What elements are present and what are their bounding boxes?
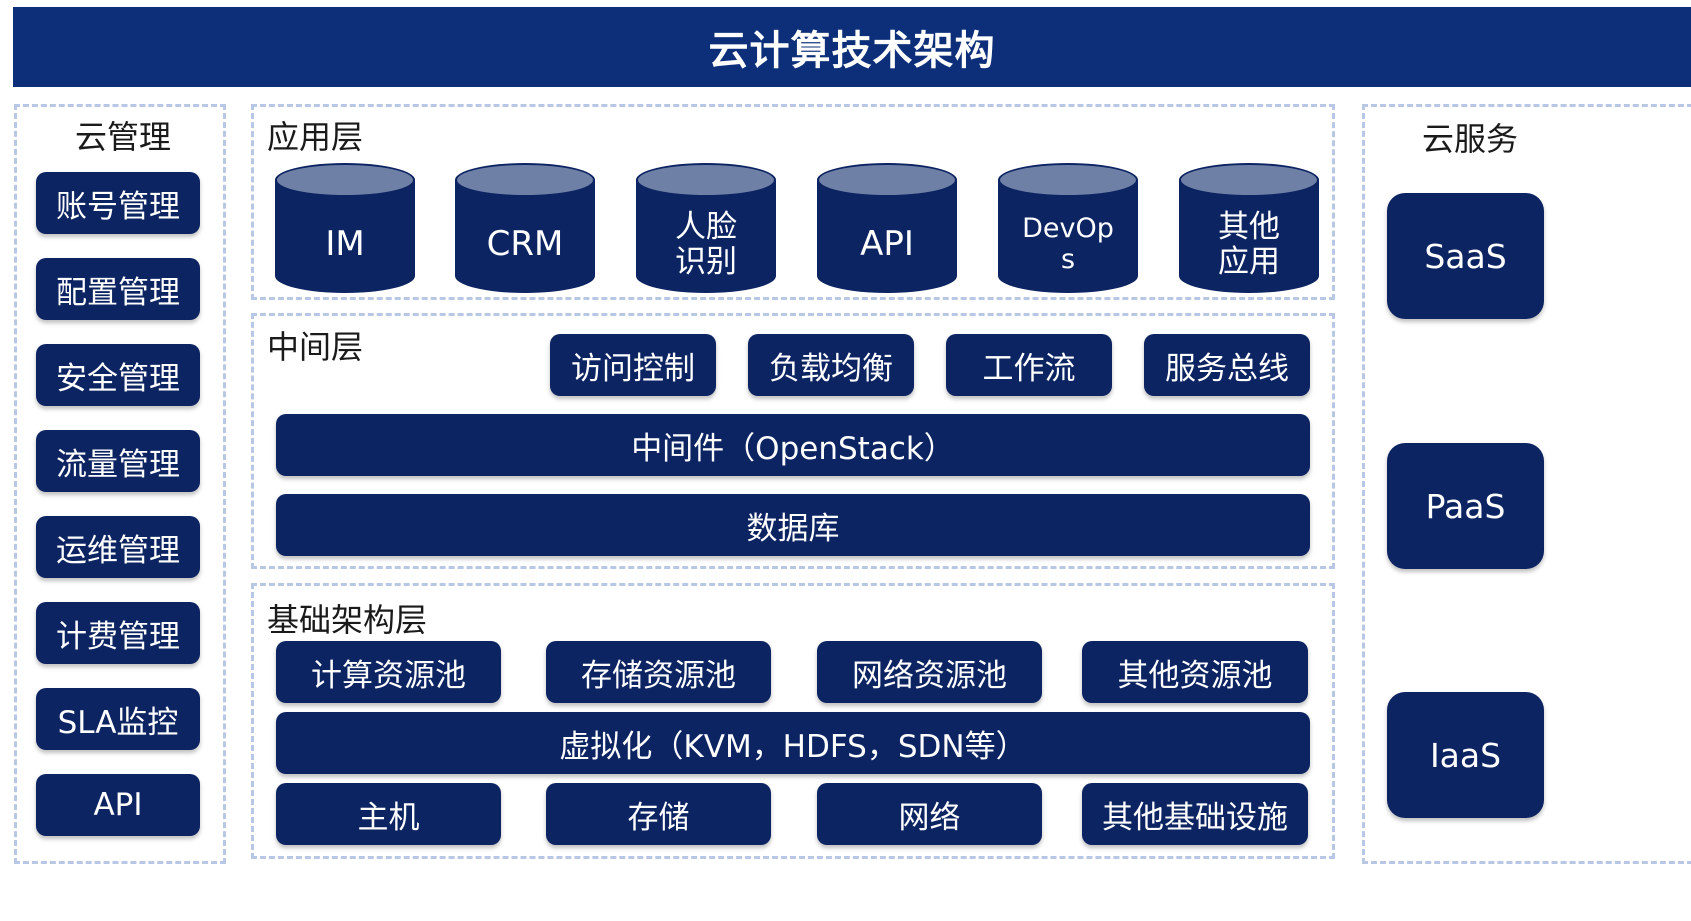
network-pool-button[interactable]: 网络资源池 bbox=[817, 641, 1042, 703]
other-infrastructure-button[interactable]: 其他基础设施 bbox=[1082, 783, 1308, 845]
middle-layer-panel bbox=[251, 313, 1335, 569]
app-cylinder-api[interactable]: API bbox=[817, 163, 957, 293]
cylinder-top bbox=[636, 163, 776, 197]
account-management-button[interactable]: 账号管理 bbox=[36, 172, 200, 234]
cylinder-top bbox=[998, 163, 1138, 197]
sla-monitor-button[interactable]: SLA监控 bbox=[36, 688, 200, 750]
network-button[interactable]: 网络 bbox=[817, 783, 1042, 845]
cylinder-top bbox=[275, 163, 415, 197]
security-management-button[interactable]: 安全管理 bbox=[36, 344, 200, 406]
app-cylinder-crm[interactable]: CRM bbox=[455, 163, 595, 293]
cloud-services-label: 云服务 bbox=[1422, 120, 1519, 158]
middleware-bar[interactable]: 中间件（OpenStack） bbox=[276, 414, 1310, 476]
billing-management-button[interactable]: 计费管理 bbox=[36, 602, 200, 664]
load-balancing-button[interactable]: 负载均衡 bbox=[748, 334, 914, 396]
storage-pool-button[interactable]: 存储资源池 bbox=[546, 641, 771, 703]
app-cylinder-face-recognition[interactable]: 人脸 识别 bbox=[636, 163, 776, 293]
app-label: IM bbox=[275, 180, 415, 293]
cylinder-top bbox=[455, 163, 595, 197]
compute-pool-button[interactable]: 计算资源池 bbox=[276, 641, 501, 703]
infrastructure-layer-label: 基础架构层 bbox=[267, 601, 428, 639]
config-management-button[interactable]: 配置管理 bbox=[36, 258, 200, 320]
workflow-button[interactable]: 工作流 bbox=[946, 334, 1112, 396]
application-layer-panel bbox=[251, 104, 1335, 300]
app-cylinder-other-apps[interactable]: 其他 应用 bbox=[1179, 163, 1319, 293]
traffic-management-button[interactable]: 流量管理 bbox=[36, 430, 200, 492]
api-management-button[interactable]: API bbox=[36, 774, 200, 836]
cloud-management-panel bbox=[14, 104, 226, 864]
iaas-button[interactable]: IaaS bbox=[1387, 692, 1544, 818]
storage-button[interactable]: 存储 bbox=[546, 783, 771, 845]
cloud-services-panel bbox=[1362, 104, 1691, 864]
ops-management-button[interactable]: 运维管理 bbox=[36, 516, 200, 578]
paas-button[interactable]: PaaS bbox=[1387, 443, 1544, 569]
cylinder-top bbox=[817, 163, 957, 197]
app-cylinder-devops[interactable]: DevOp s bbox=[998, 163, 1138, 293]
app-label: API bbox=[817, 180, 957, 293]
saas-button[interactable]: SaaS bbox=[1387, 193, 1544, 319]
service-bus-button[interactable]: 服务总线 bbox=[1144, 334, 1310, 396]
cloud-management-label: 云管理 bbox=[75, 118, 172, 156]
virtualization-bar[interactable]: 虚拟化（KVM，HDFS，SDN等） bbox=[276, 712, 1310, 774]
app-label: DevOp s bbox=[998, 180, 1138, 293]
infrastructure-layer-panel bbox=[251, 583, 1335, 859]
app-label: 其他 应用 bbox=[1179, 180, 1319, 293]
cylinder-top bbox=[1179, 163, 1319, 197]
access-control-button[interactable]: 访问控制 bbox=[550, 334, 716, 396]
host-button[interactable]: 主机 bbox=[276, 783, 501, 845]
other-pool-button[interactable]: 其他资源池 bbox=[1082, 641, 1308, 703]
app-label: CRM bbox=[455, 180, 595, 293]
middle-layer-label: 中间层 bbox=[267, 328, 364, 366]
app-cylinder-im[interactable]: IM bbox=[275, 163, 415, 293]
application-layer-label: 应用层 bbox=[267, 118, 364, 156]
page-title: 云计算技术架构 bbox=[13, 7, 1691, 87]
app-label: 人脸 识别 bbox=[636, 180, 776, 293]
database-bar[interactable]: 数据库 bbox=[276, 494, 1310, 556]
